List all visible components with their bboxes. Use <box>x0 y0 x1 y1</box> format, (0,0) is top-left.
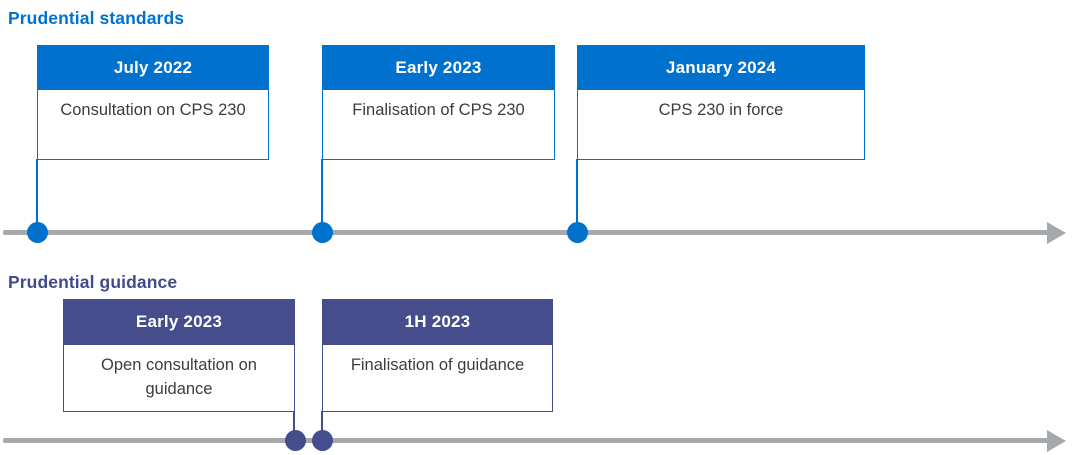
milestone-date: Early 2023 <box>63 299 295 345</box>
timeline-dot-early-2023 <box>312 222 333 243</box>
standards-section-title: Prudential standards <box>8 8 185 28</box>
connector-line <box>321 159 323 234</box>
milestone-description: Finalisation of guidance <box>322 345 553 412</box>
connector-line <box>36 159 38 234</box>
milestone-description: Finalisation of CPS 230 <box>322 90 555 160</box>
guidance-milestone-early-2023: Early 2023 Open consultation on guidance <box>63 299 295 412</box>
milestone-description: CPS 230 in force <box>577 90 865 160</box>
timeline-dot-july-2022 <box>27 222 48 243</box>
guidance-timeline-arrowhead-icon <box>1047 429 1066 452</box>
connector-line <box>321 411 323 441</box>
connector-line <box>576 159 578 234</box>
milestone-date: January 2024 <box>577 45 865 90</box>
guidance-section-title: Prudential guidance <box>8 272 178 292</box>
guidance-timeline-axis <box>3 438 1049 443</box>
guidance-milestone-1h-2023: 1H 2023 Finalisation of guidance <box>322 299 553 412</box>
standards-timeline-arrowhead-icon <box>1047 221 1066 244</box>
timeline-dot-january-2024 <box>567 222 588 243</box>
connector-line <box>293 411 295 441</box>
standards-milestone-early-2023: Early 2023 Finalisation of CPS 230 <box>322 45 555 160</box>
milestone-date: Early 2023 <box>322 45 555 90</box>
milestone-date: July 2022 <box>37 45 269 90</box>
milestone-description: Open consultation on guidance <box>63 345 295 412</box>
timeline-dot-guidance-early-2023 <box>285 430 306 451</box>
standards-milestone-january-2024: January 2024 CPS 230 in force <box>577 45 865 160</box>
standards-timeline-axis <box>3 230 1049 235</box>
timeline-dot-guidance-1h-2023 <box>312 430 333 451</box>
milestone-date: 1H 2023 <box>322 299 553 345</box>
standards-milestone-july-2022: July 2022 Consultation on CPS 230 <box>37 45 269 160</box>
milestone-description: Consultation on CPS 230 <box>37 90 269 160</box>
